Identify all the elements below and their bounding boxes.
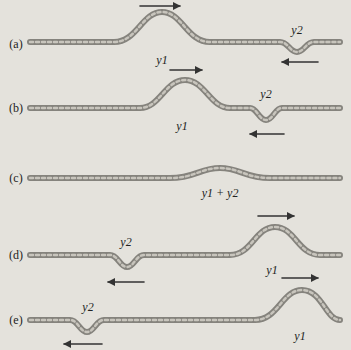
panel-letter: (d) [9, 249, 23, 261]
pulse-label: y2 [120, 236, 131, 248]
pulse-label: y1 [176, 120, 187, 132]
pulse-label: y1 [156, 54, 167, 66]
panel-letter: (c) [9, 172, 22, 184]
rope [30, 12, 340, 332]
sum-label: y1 + y2 [202, 187, 239, 199]
panel-letter: (b) [9, 102, 23, 114]
pulse-label: y1 [294, 330, 305, 342]
panel-letter: (a) [9, 38, 22, 50]
pulse-label: y2 [260, 88, 271, 100]
panel-letter: (e) [9, 314, 22, 326]
pulse-label: y1 [266, 264, 277, 276]
pulse-label: y2 [291, 24, 302, 36]
direction-arrow [64, 6, 318, 344]
pulse-label: y2 [82, 301, 93, 313]
rope-twist [30, 12, 340, 332]
